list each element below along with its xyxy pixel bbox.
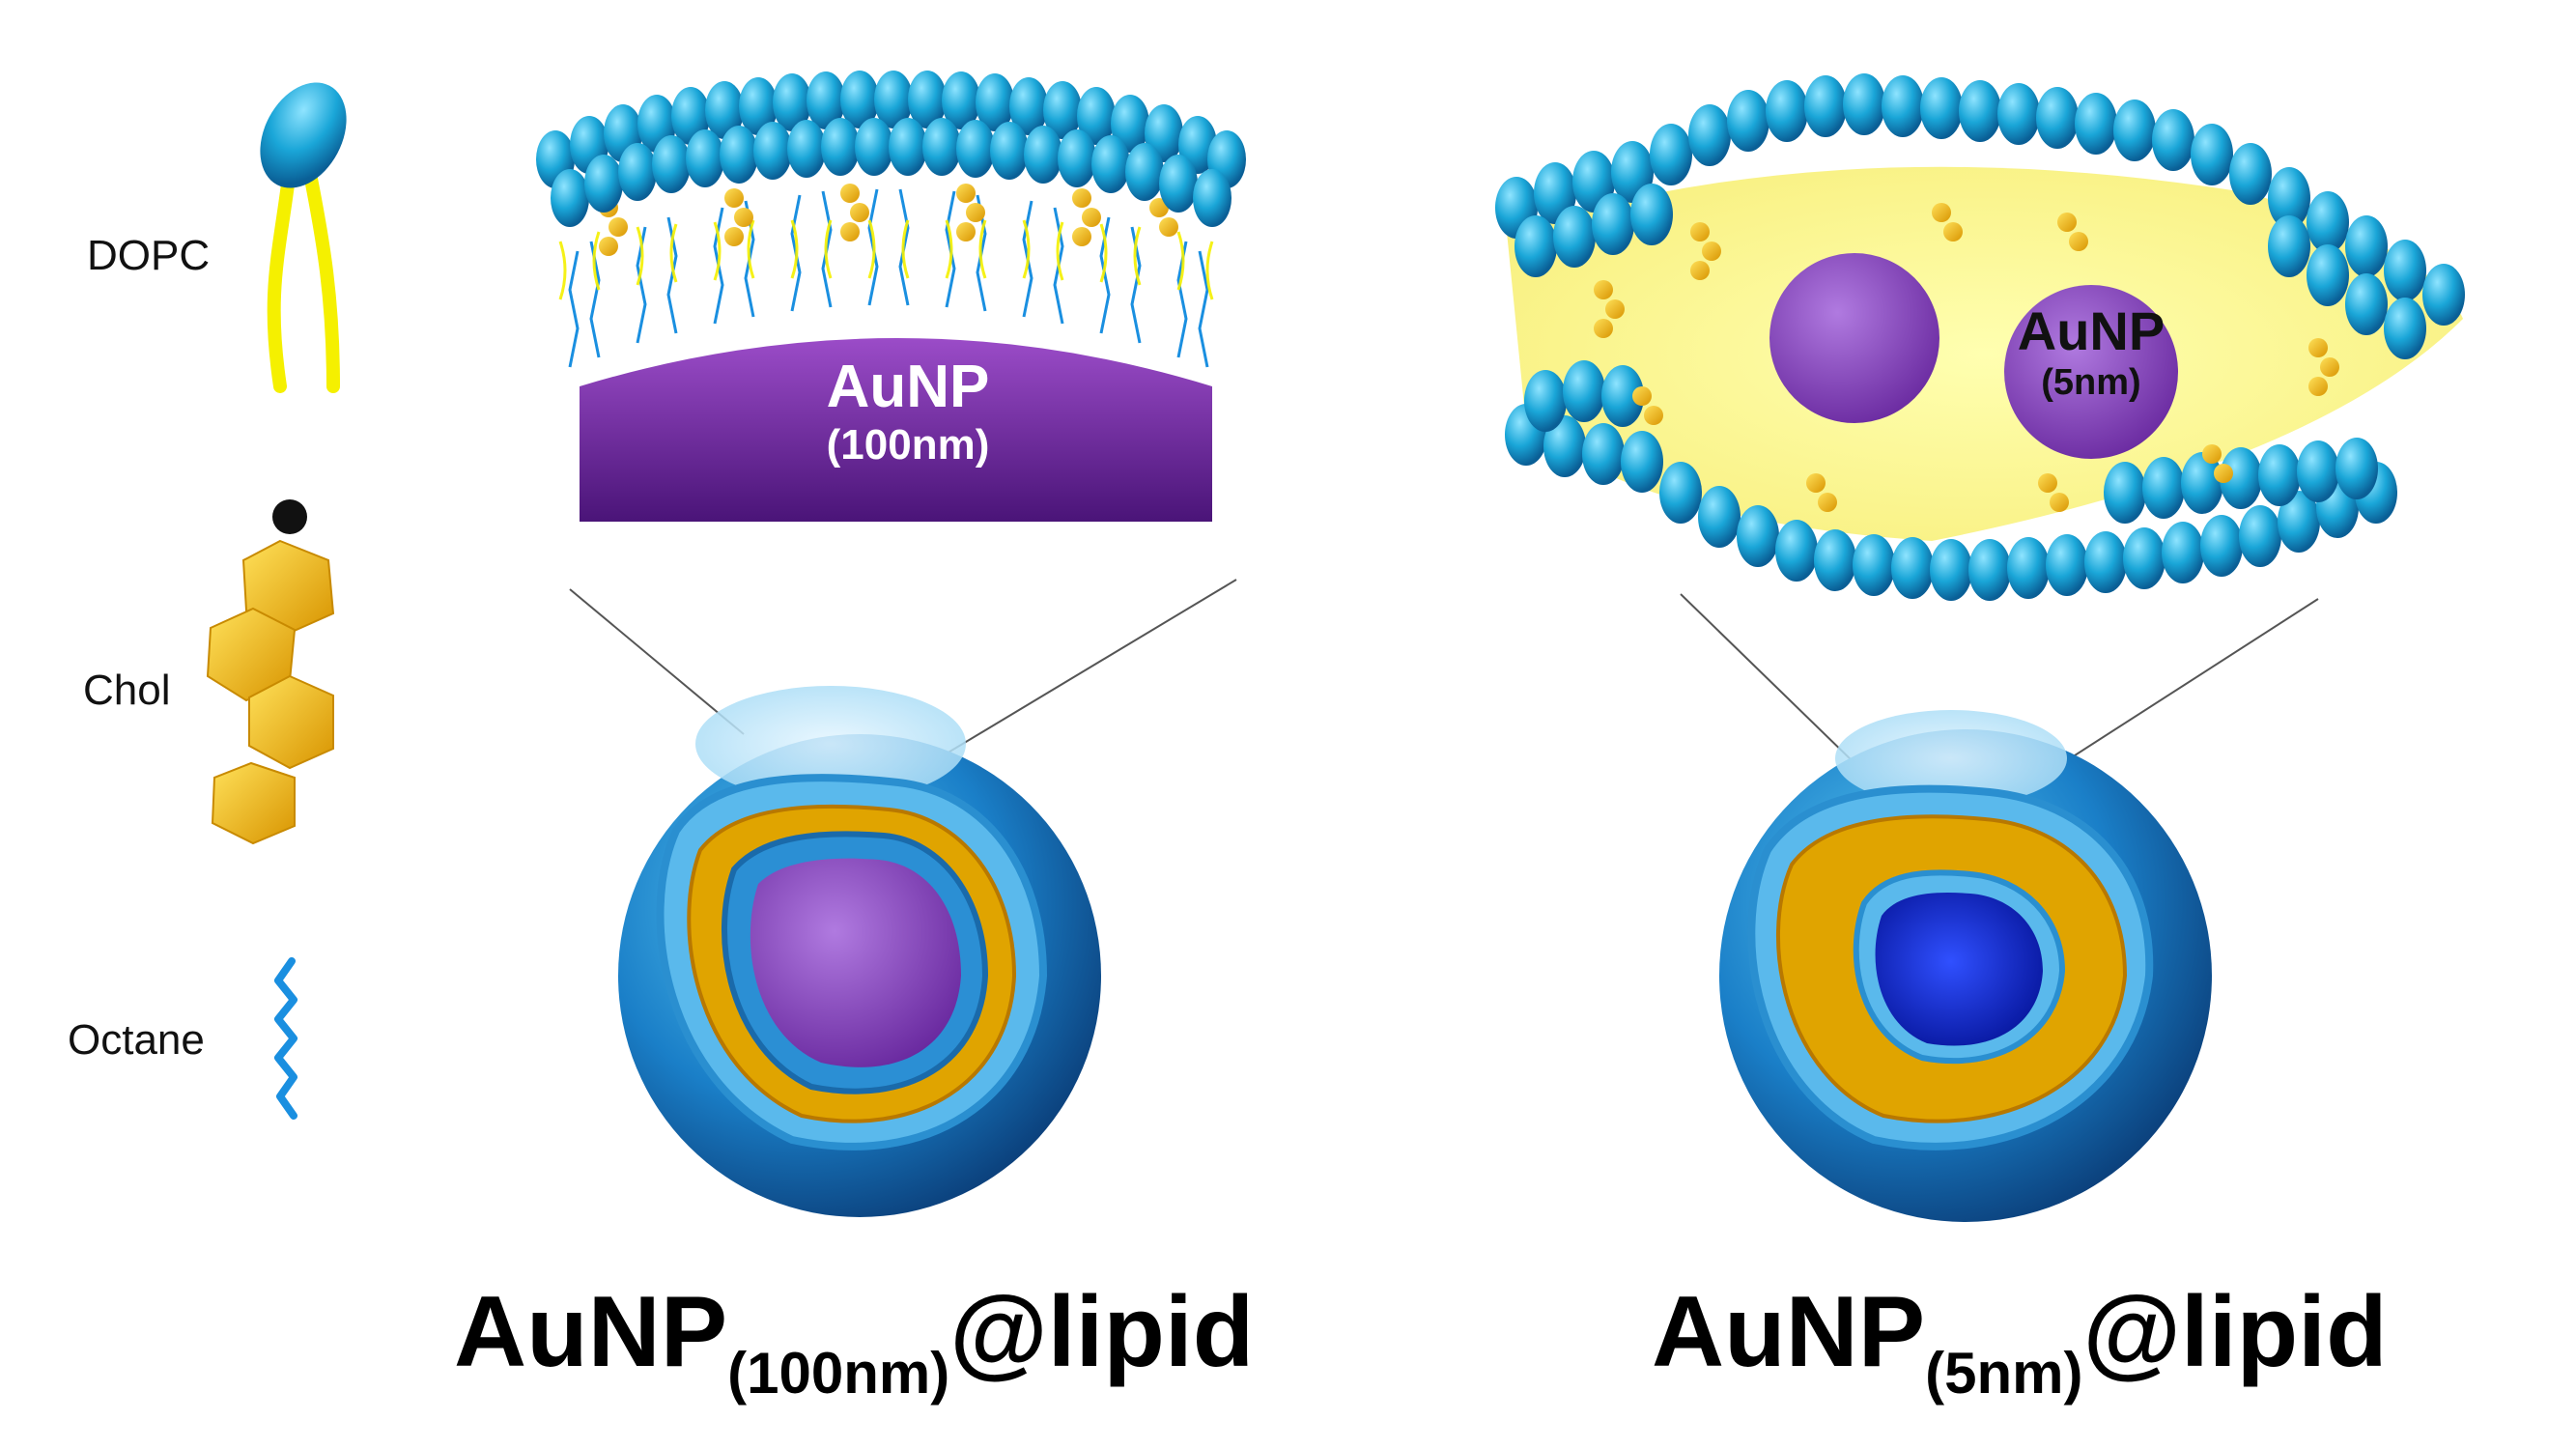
core-label-100nm: AuNP (100nm) (773, 353, 1043, 469)
title-subscript: (100nm) (727, 1341, 950, 1406)
title-suffix: @lipid (949, 1276, 1255, 1388)
octane-icon (274, 957, 297, 1120)
panel-title-100nm: AuNP(100nm)@lipid (454, 1275, 1254, 1406)
zoom-lines-right (1680, 593, 2319, 774)
membrane-slab-100nm (536, 71, 1246, 522)
title-subscript: (5nm) (1925, 1341, 2083, 1406)
dopc-icon (260, 82, 347, 393)
core-size: (100nm) (826, 421, 990, 469)
vesicle-100nm (618, 686, 1101, 1217)
legend-label-chol: Chol (83, 667, 171, 714)
title-suffix: @lipid (2082, 1276, 2388, 1388)
title-main: AuNP (454, 1276, 728, 1388)
panel-title-5nm: AuNP(5nm)@lipid (1652, 1275, 2388, 1406)
legend (206, 82, 347, 1120)
vesicle-5nm (1719, 710, 2212, 1222)
title-main: AuNP (1652, 1276, 1926, 1388)
core-name: AuNP (2017, 300, 2166, 361)
core-name: AuNP (826, 354, 990, 420)
cholesterol-icon (206, 499, 335, 845)
legend-label-dopc: DOPC (87, 232, 211, 279)
membrane-bilayer-5nm (1495, 73, 2465, 601)
core-size: (5nm) (2041, 362, 2141, 403)
legend-label-octane: Octane (68, 1016, 205, 1064)
zoom-lines-left (569, 579, 1237, 754)
core-label-5nm: AuNP (5nm) (1990, 299, 2193, 404)
